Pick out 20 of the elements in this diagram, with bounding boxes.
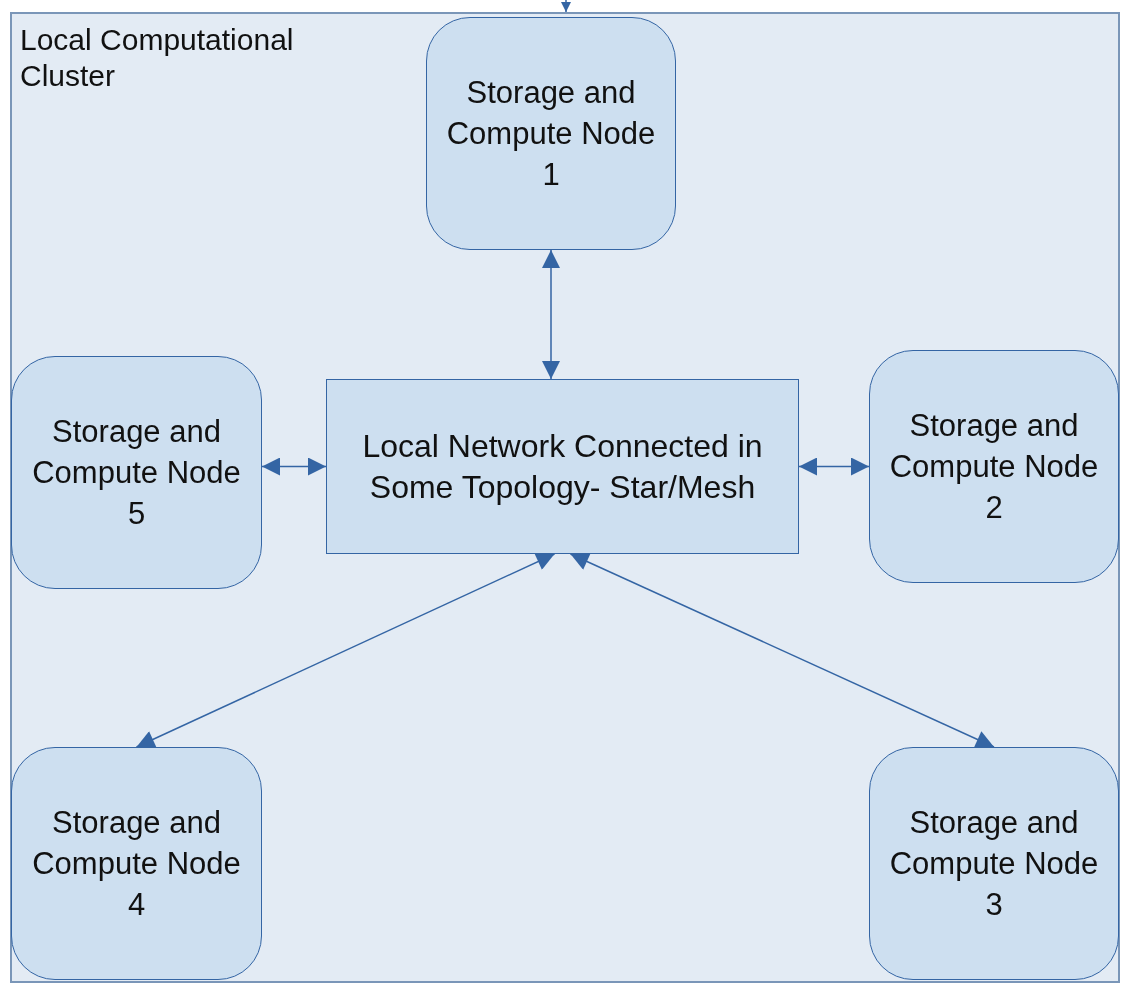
node-label: Storage and Compute Node 5 <box>31 413 242 533</box>
double-arrow <box>261 457 327 476</box>
cluster-boundary <box>10 12 1120 983</box>
double-arrow <box>798 457 870 476</box>
node-box <box>869 747 1119 980</box>
node-label: Local Network Connected in Some Topology- Star/Mesh <box>361 426 764 507</box>
double-arrow <box>569 553 995 748</box>
double-arrow <box>542 249 560 380</box>
node-box <box>426 17 676 250</box>
network-box <box>326 379 799 554</box>
cluster-title: Local Computational Cluster <box>20 22 295 94</box>
node-box <box>11 356 262 589</box>
node-label: Storage and Compute Node 2 <box>888 407 1100 527</box>
node-box <box>869 350 1119 583</box>
double-arrow <box>135 553 556 748</box>
double-arrow <box>561 0 571 13</box>
node-label: Storage and Compute Node 3 <box>888 804 1100 924</box>
node-label: Storage and Compute Node 1 <box>445 74 657 194</box>
node-label: Storage and Compute Node 4 <box>31 804 242 924</box>
node-box <box>11 747 262 980</box>
